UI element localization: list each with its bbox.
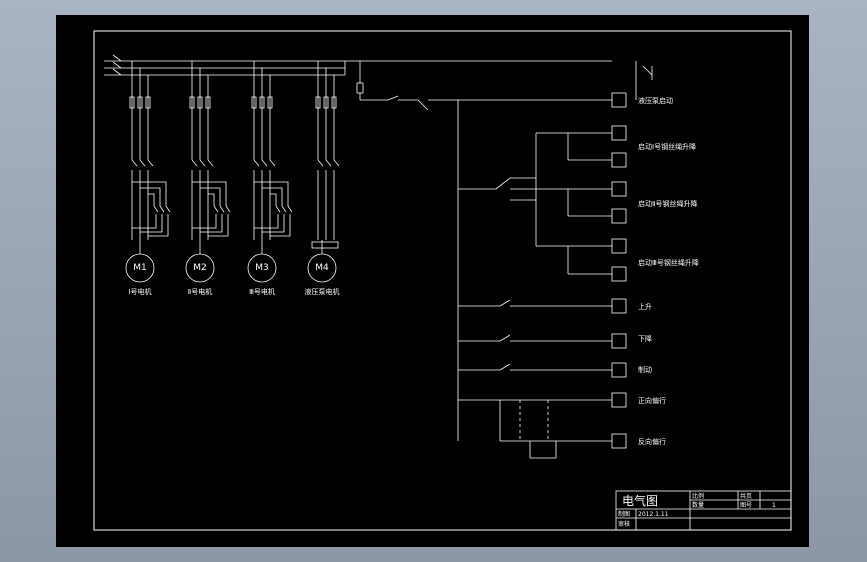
relay-coil [611, 92, 627, 108]
relay-coils [611, 92, 627, 449]
relay-coil [611, 362, 627, 378]
control-labels: 液压泵启动启动Ⅰ号钢丝绳升降启动Ⅱ号钢丝绳升降启动Ⅲ号钢丝绳升降上升下降制动正向… [638, 96, 699, 446]
control-label-7: 制动 [638, 365, 652, 374]
checked-by-label: 审核 [618, 520, 630, 528]
motor-symbol-2: M2 [193, 263, 207, 273]
control-label-9: 反向偏行 [638, 437, 666, 446]
motor-name-3: Ⅲ号电机 [249, 287, 275, 296]
control-label-2: 启动Ⅰ号钢丝绳升降 [638, 142, 696, 151]
control-label-3: 启动Ⅱ号钢丝绳升降 [638, 199, 697, 208]
control-label-8: 正向偏行 [638, 396, 666, 405]
relay-coil [611, 266, 627, 282]
control-label-6: 下降 [638, 334, 652, 343]
drawing-title: 电气图 [622, 493, 658, 508]
motor-symbol-1: M1 [133, 263, 147, 273]
motor-symbol-3: M3 [255, 263, 269, 273]
control-label-5: 上升 [638, 302, 652, 311]
quantity-label: 数量 [692, 501, 704, 509]
title-block: 电气图 比例 数量 共页 图号 1 制图 2012.1.11 审核 [615, 490, 792, 531]
relay-coil [611, 238, 627, 254]
drawn-by-label: 制图 [618, 510, 630, 518]
motor-name-4: 液压泵电机 [305, 287, 340, 296]
power-circuit [104, 54, 612, 76]
sheet-value: 1 [772, 502, 776, 509]
drawing-date: 2012.1.11 [638, 511, 669, 518]
motor-branches [125, 61, 340, 283]
relay-coil [611, 333, 627, 349]
motor-name-2: Ⅱ号电机 [188, 287, 212, 296]
control-label-4: 启动Ⅲ号钢丝绳升降 [638, 258, 699, 267]
control-circuit [356, 61, 653, 459]
motor-name-1: Ⅰ号电机 [128, 287, 151, 296]
relay-coil [611, 208, 627, 224]
relay-coil [611, 125, 627, 141]
drawing-sheet [56, 15, 809, 547]
relay-coil [611, 392, 627, 408]
motor-symbol-4: M4 [315, 263, 329, 273]
control-label-1: 液压泵启动 [638, 96, 673, 105]
relay-coil [611, 433, 627, 449]
scale-label: 比例 [692, 492, 704, 500]
relay-coil [611, 181, 627, 197]
sheet-label: 共页 [740, 492, 752, 500]
number-label: 图号 [740, 502, 752, 509]
drawing-frame [93, 30, 792, 531]
relay-coil [611, 152, 627, 168]
relay-coil [611, 298, 627, 314]
